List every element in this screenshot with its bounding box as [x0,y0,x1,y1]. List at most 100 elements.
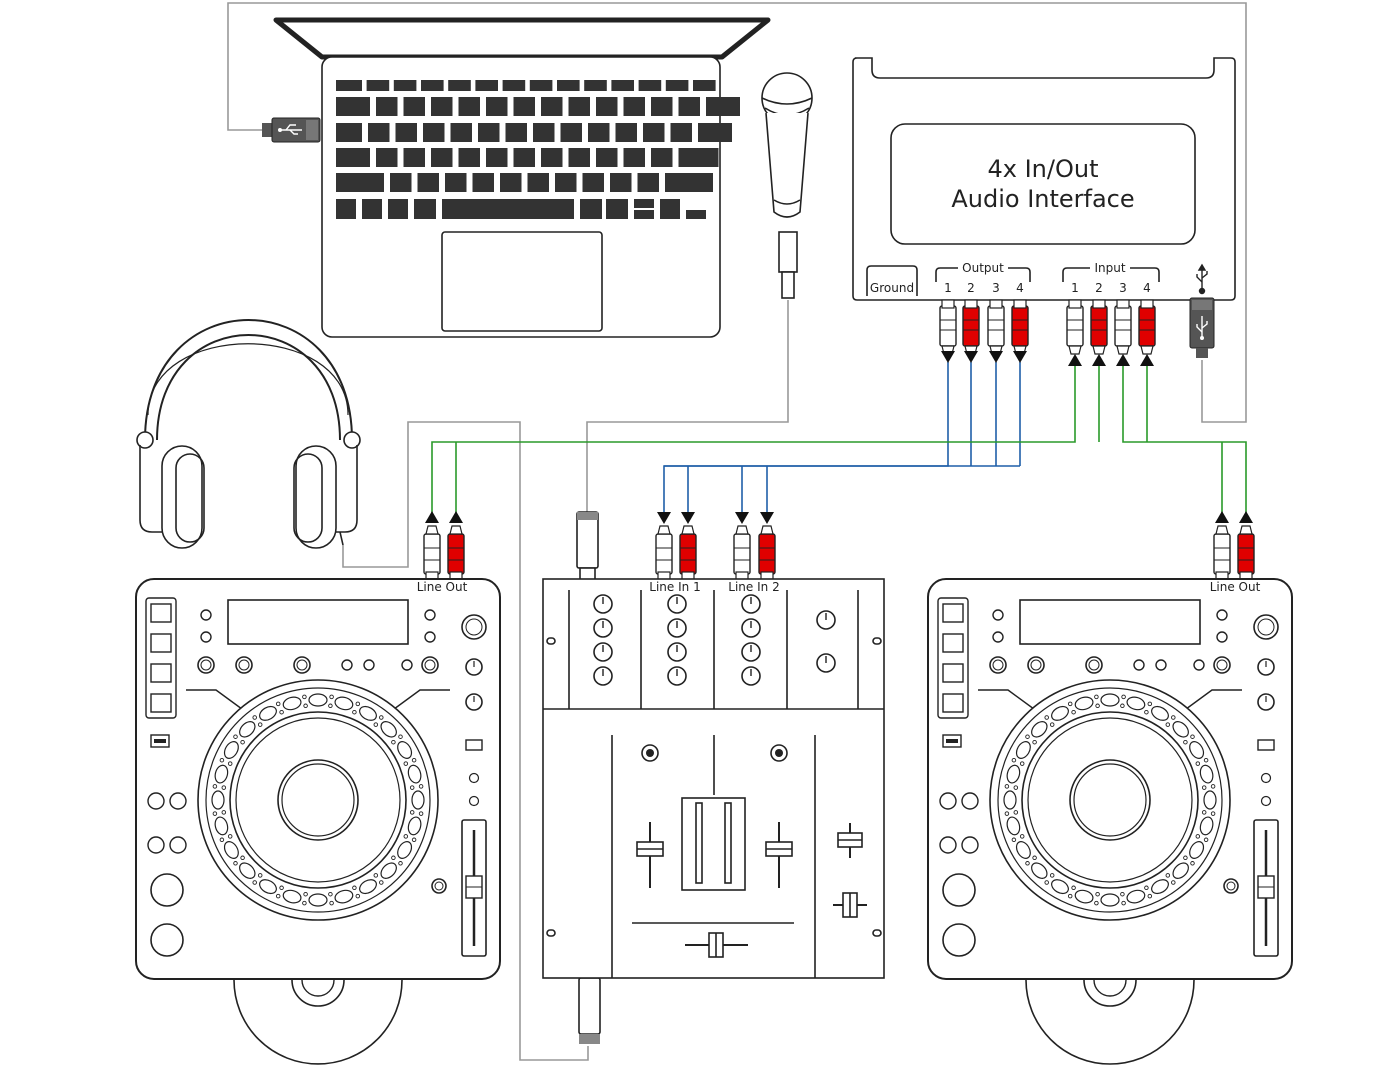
arrow-up-icon [449,511,463,523]
key [486,97,508,116]
arrow-up-icon [1092,354,1106,366]
input-1-cable [431,364,1076,515]
output-number-1: 1 [944,281,952,295]
key [541,148,563,167]
key [615,123,637,142]
trackpad [441,231,603,332]
key [376,148,398,167]
key [478,123,500,142]
key [643,123,665,142]
key [366,80,390,91]
arrow-down-icon [760,512,774,524]
usb-symbol-icon [1196,263,1208,295]
cd-player-icon [135,578,501,1065]
key [541,97,563,116]
output-label: Output [962,261,1004,275]
key [665,173,713,192]
input-number-2: 2 [1095,281,1103,295]
key [660,199,680,219]
rca-plug-icon [1066,299,1084,355]
laptop-icon [273,17,771,338]
key [634,210,654,219]
key [637,173,659,192]
rca-plug-icon [679,525,697,581]
output-number-2: 2 [967,281,975,295]
key [414,199,436,219]
dj-mixer-icon [542,511,885,1044]
rca-plug-icon [1090,299,1108,355]
signal-arrows [425,351,1253,524]
audio-interface: 4x In/Out Audio Interface Ground Output … [852,57,1236,301]
key [475,80,498,91]
key [596,148,618,167]
key [513,148,535,167]
key [395,123,417,142]
line-in-2-label: Line In 2 [728,580,779,594]
key [388,199,408,219]
mixer-knobs [593,594,836,686]
key [336,80,362,91]
output-number-3: 3 [992,281,1000,295]
rca-plug-icon [987,299,1005,355]
key [390,173,412,192]
arrow-down-icon [964,351,978,363]
key [560,123,582,142]
usb-plug-icon [1189,297,1215,358]
line-in-1-label: Line In 1 [649,580,700,594]
key [638,80,662,91]
rca-plug-icon [1213,525,1231,581]
rca-plug-icon [758,525,776,581]
microphone-cable [586,300,789,512]
key [568,148,590,167]
key [445,173,467,192]
key [623,148,645,167]
key [610,173,632,192]
right-line-out-label: Line Out [1210,580,1261,594]
arrow-down-icon [941,351,955,363]
output-number-4: 4 [1016,281,1024,295]
arrow-up-icon [1239,511,1253,523]
key [555,173,577,192]
key [472,173,494,192]
key [634,199,654,208]
rca-plug-icon [1114,299,1132,355]
arrow-up-icon [1215,511,1229,523]
rca-plug-icon [655,525,673,581]
key [513,97,535,116]
key [651,148,673,167]
interface-display [890,123,1196,245]
input-3-cable [1122,364,1247,515]
rca-plug-icon [1237,525,1255,581]
key [693,80,716,91]
key [533,123,555,142]
key [568,97,590,116]
arrow-down-icon [657,512,671,524]
cd-player-icon [927,578,1293,1065]
key [698,123,732,142]
key [362,199,382,219]
key [505,123,527,142]
arrow-down-icon [681,512,695,524]
key [431,148,453,167]
key [336,123,362,142]
key [678,148,719,167]
input-cables [431,364,1247,515]
key [450,123,472,142]
key [368,123,390,142]
key [584,80,607,91]
key [500,173,522,192]
headphones-icon [136,319,361,549]
key [529,80,553,91]
output-cables [663,362,1021,515]
key [582,173,604,192]
key [651,97,673,116]
key [706,97,740,116]
rca-plug-icon [939,299,957,355]
rca-plug-icon [962,299,980,355]
key [336,148,370,167]
key [611,80,634,91]
key [336,97,370,116]
key [588,123,610,142]
